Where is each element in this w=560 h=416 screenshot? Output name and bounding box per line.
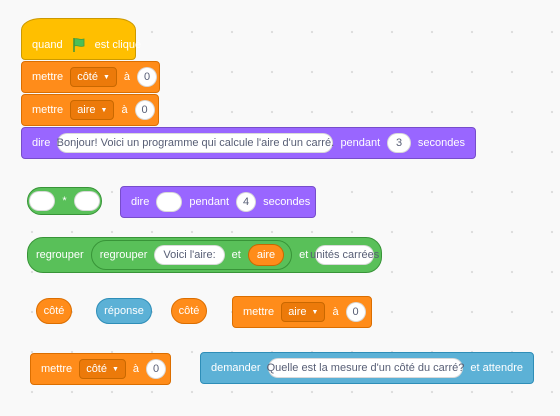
for-label: pendant [189,196,230,208]
value-input[interactable]: 0 [134,100,155,120]
ask-label: demander [211,362,261,374]
seconds-input[interactable]: 4 [236,192,257,212]
join-label: regrouper [36,249,84,261]
set-side-block[interactable]: mettre côté▼ à 0 [21,61,160,93]
set-label: mettre [32,104,64,116]
when-flag-clicked-block[interactable]: quand est cliqué [21,18,141,60]
seconds-label: secondes [417,137,465,149]
chevron-down-icon: ▼ [102,73,110,81]
to-label: à [123,71,131,83]
text-input[interactable]: unités carrées [310,245,379,265]
set-label: mettre [243,306,275,318]
for-label: pendant [340,137,381,149]
and-label: et [299,249,309,261]
join-inner-block[interactable]: regrouper Voici l'aire: et aire [90,240,293,270]
message-input[interactable]: Bonjour! Voici un programme qui calcule … [57,133,334,153]
ask-and-wait-block[interactable]: demander Quelle est la mesure d'un côté … [200,352,534,384]
say-for-secs-block-2[interactable]: dire pendant 4 secondes [120,186,316,218]
chevron-down-icon: ▼ [311,308,319,316]
chevron-down-icon: ▼ [111,365,119,373]
multiply-block[interactable]: * [27,187,102,215]
set-label: mettre [41,363,73,375]
question-input[interactable]: Quelle est la mesure d'un côté du carré? [267,358,464,378]
variable-dropdown[interactable]: aire▼ [70,100,115,120]
set-area-block-2[interactable]: mettre aire▼ à 0 [232,296,372,328]
to-label: à [332,306,339,318]
say-for-secs-block[interactable]: dire Bonjour! Voici un programme qui cal… [21,127,476,159]
and-wait-label: et attendre [470,362,523,374]
value-input[interactable]: 0 [146,359,167,379]
side-variable-reporter[interactable]: côté [36,298,72,324]
value-input[interactable]: 0 [345,302,366,322]
variable-dropdown[interactable]: côté▼ [70,67,117,87]
when-label: quand [32,39,63,51]
message-input[interactable] [156,192,183,212]
answer-reporter[interactable]: réponse [96,298,152,324]
clicked-label: est cliqué [94,39,142,51]
value-input[interactable]: 0 [137,67,158,87]
say-label: dire [131,196,150,208]
and-label: et [231,249,241,261]
set-area-block[interactable]: mettre aire▼ à 0 [21,94,159,126]
text-input[interactable]: Voici l'aire: [154,245,225,265]
variable-dropdown[interactable]: côté▼ [79,359,126,379]
set-side-block-2[interactable]: mettre côté▼ à 0 [30,353,171,385]
multiply-operator: * [62,195,67,207]
variable-dropdown[interactable]: aire▼ [281,302,326,322]
seconds-label: secondes [263,196,311,208]
right-operand-input[interactable] [73,191,100,211]
join-label: regrouper [99,249,148,261]
chevron-down-icon: ▼ [100,106,108,114]
say-label: dire [32,137,51,149]
to-label: à [121,104,128,116]
join-block[interactable]: regrouper regrouper Voici l'aire: et air… [27,237,382,273]
left-operand-input[interactable] [29,191,56,211]
to-label: à [132,363,140,375]
set-label: mettre [32,71,64,83]
area-variable-reporter[interactable]: aire [247,244,285,266]
side-variable-reporter[interactable]: côté [171,298,207,324]
seconds-input[interactable]: 3 [387,133,411,153]
green-flag-icon [71,37,87,53]
